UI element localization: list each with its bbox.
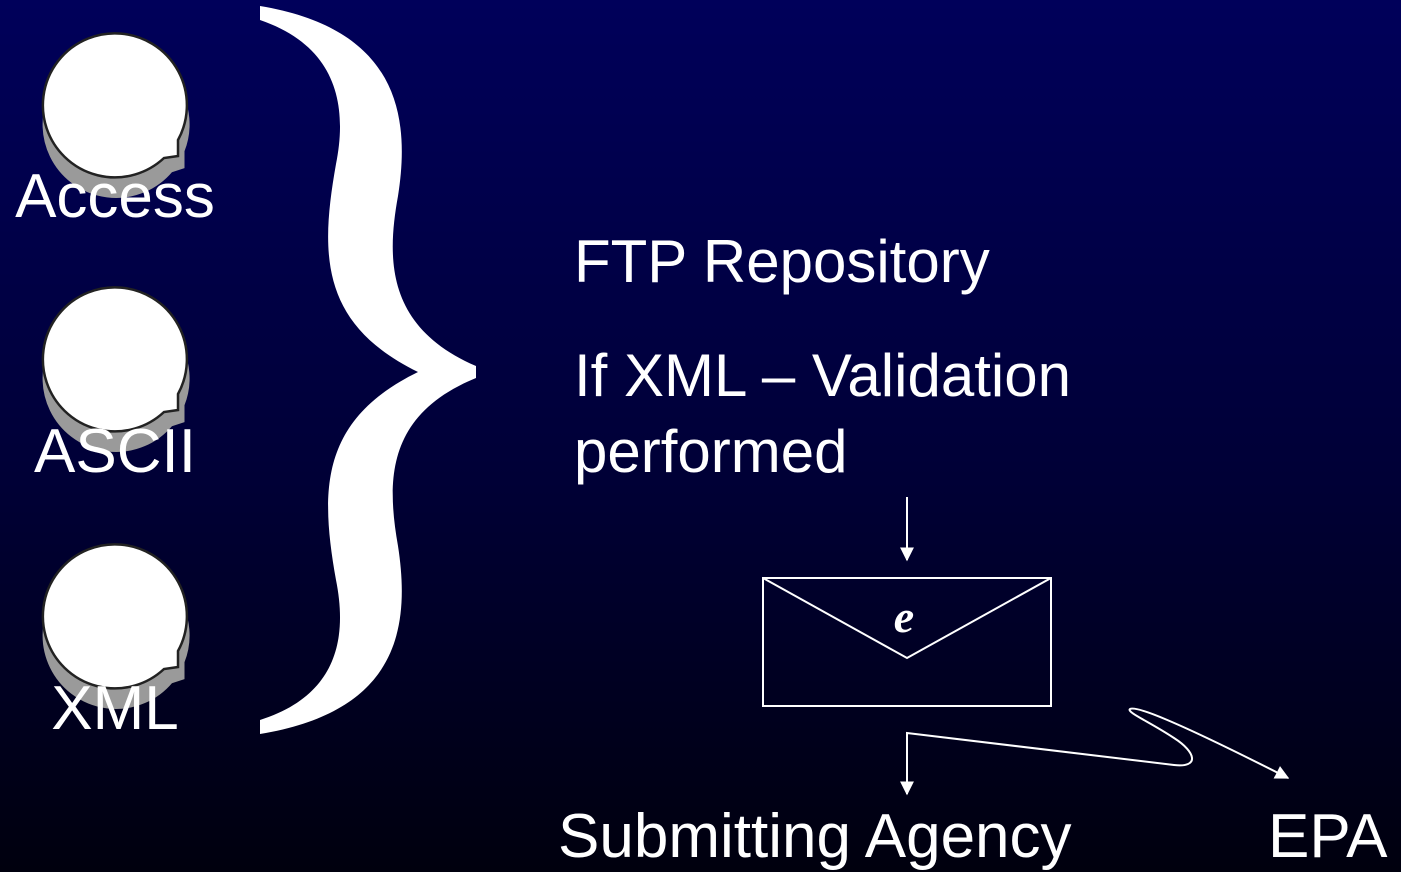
validation-line-1: If XML – Validation [574,342,1071,409]
source-label-access: Access [15,162,215,231]
envelope-letter: e [894,591,914,642]
source-label-xml: XML [51,674,179,743]
lightning-connector-to-epa [906,707,1290,779]
speech-bubble-icon-ascii [41,286,190,452]
repository-title: FTP Repository [574,228,990,295]
speech-bubble-icon-xml [41,543,190,709]
envelope-icon: e [762,577,1052,707]
right-curly-brace [260,6,476,734]
destination-submitting-agency: Submitting Agency [558,802,1072,871]
source-label-ascii: ASCII [34,417,196,486]
validation-line-2: performed [574,418,848,485]
destination-epa: EPA [1268,802,1388,871]
speech-bubble-icon-access [41,32,190,198]
